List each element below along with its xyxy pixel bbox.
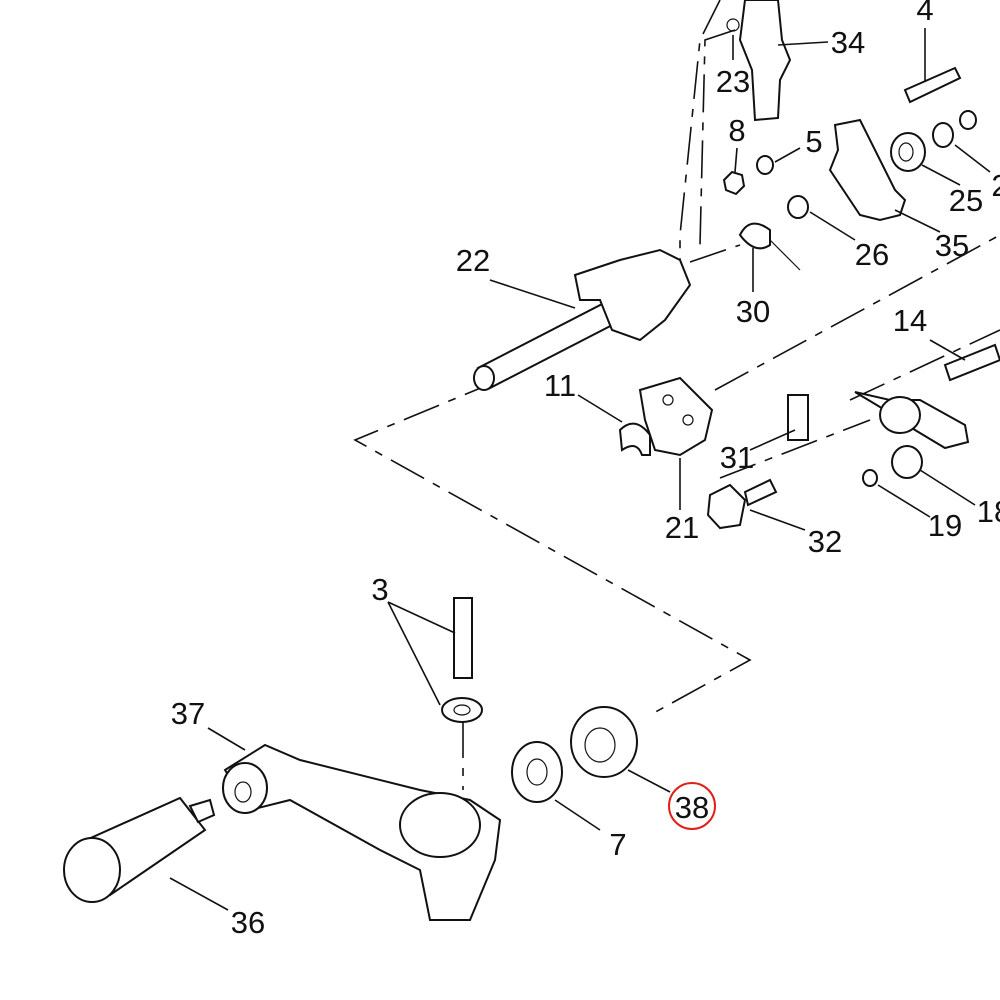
nut-8 <box>722 170 746 196</box>
label-5: 5 <box>805 124 822 159</box>
spacer-38 <box>570 706 638 778</box>
clip-11 <box>618 422 651 456</box>
label-30: 30 <box>736 294 770 329</box>
spacer-7 <box>511 741 563 803</box>
label-3: 3 <box>371 572 388 607</box>
lever-22 <box>573 248 692 342</box>
label-21: 21 <box>665 510 699 545</box>
bracket-34 <box>738 0 792 122</box>
label-34: 34 <box>831 25 865 60</box>
spacer-18 <box>891 445 923 479</box>
label-38[interactable]: 38 <box>675 790 709 825</box>
label-11: 11 <box>544 368 576 403</box>
label-35: 35 <box>935 228 969 263</box>
label-37: 37 <box>171 696 205 731</box>
highlight-circle <box>668 782 716 830</box>
washer-3 <box>441 697 483 723</box>
pin-14 <box>943 343 1000 382</box>
spring-31 <box>787 394 809 441</box>
leader-lines <box>169 28 991 911</box>
label-18: 18 <box>977 494 1000 529</box>
clip <box>959 110 977 130</box>
plate-21 <box>638 376 714 457</box>
label-22: 22 <box>456 243 490 278</box>
washer-5 <box>756 155 774 175</box>
washer-2 <box>932 122 954 148</box>
bracket-35 <box>828 118 907 222</box>
pedal-arm-37 <box>223 743 502 921</box>
bolt-32 <box>706 483 747 530</box>
label-31: 31 <box>720 440 754 475</box>
assembly-dash-lines <box>353 0 1000 790</box>
label-14: 14 <box>893 303 927 338</box>
bolt-3 <box>453 597 473 679</box>
label-23: 23 <box>716 64 750 99</box>
washer-26 <box>787 195 809 219</box>
label-2: 2 <box>991 168 1000 203</box>
label-32: 32 <box>808 524 842 559</box>
part-labels: 4 34 23 8 5 25 2 26 35 22 30 14 11 31 21… <box>171 0 1000 940</box>
label-36: 36 <box>231 905 265 940</box>
label-25: 25 <box>949 183 983 218</box>
spacer-25 <box>890 132 926 172</box>
label-19: 19 <box>928 508 962 543</box>
clip-19 <box>862 469 878 487</box>
pin-4 <box>903 66 962 104</box>
label-7: 7 <box>609 827 626 862</box>
spring-30 <box>738 222 771 250</box>
label-8: 8 <box>728 113 745 148</box>
label-26: 26 <box>855 237 889 272</box>
label-4: 4 <box>916 0 933 27</box>
